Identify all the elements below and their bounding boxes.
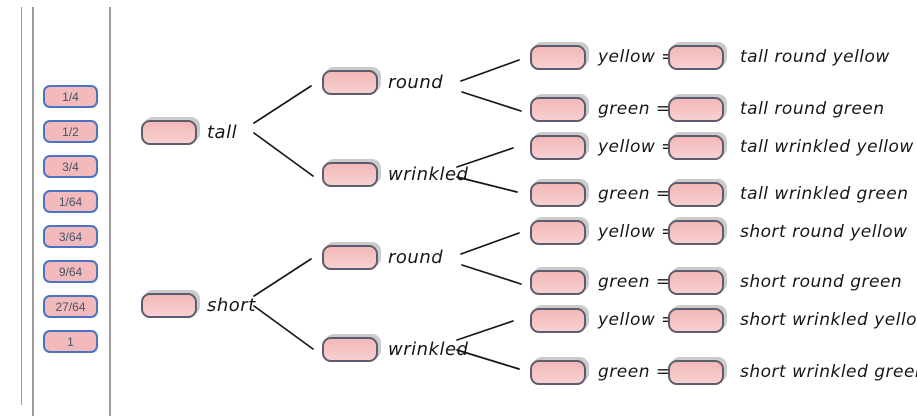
drop-box-prob-short-round-yellow[interactable]: [530, 220, 586, 245]
label-operator-6: green =: [598, 272, 671, 292]
connector-round-yellow-2: [460, 232, 520, 255]
connector-tall-wrinkled: [253, 132, 314, 177]
label-result-1: tall round yellow: [740, 47, 890, 67]
label-round-1: round: [388, 72, 444, 93]
connector-short-round: [253, 258, 312, 297]
drop-box-result-tall-wrinkled-yellow[interactable]: [668, 135, 724, 160]
palette-rail-outer: [21, 7, 22, 405]
drop-box-short-round[interactable]: [322, 245, 378, 270]
label-result-3: tall wrinkled yellow: [740, 137, 914, 157]
drop-box-short-wrinkled[interactable]: [322, 337, 378, 362]
drop-box-prob-short-wrinkled-yellow[interactable]: [530, 308, 586, 333]
label-wrinkled-2: wrinkled: [388, 339, 469, 360]
connector-round-green-1: [461, 91, 522, 112]
label-wrinkled-1: wrinkled: [388, 164, 469, 185]
label-result-5: short round yellow: [740, 222, 908, 242]
fraction-tile-1-64[interactable]: 1/64: [43, 190, 98, 213]
label-tall: tall: [207, 122, 238, 143]
drop-box-prob-tall-round-green[interactable]: [530, 97, 586, 122]
fraction-tile-1-4[interactable]: 1/4: [43, 85, 98, 108]
label-operator-8: green =: [598, 362, 671, 382]
fraction-tile-9-64[interactable]: 9/64: [43, 260, 98, 283]
connector-wrinkled-green-2: [456, 349, 520, 370]
connector-wrinkled-green-1: [456, 176, 518, 193]
label-result-7: short wrinkled yellow: [740, 310, 917, 330]
drop-box-tall[interactable]: [141, 120, 197, 145]
drop-box-result-short-wrinkled-green[interactable]: [668, 360, 724, 385]
drop-box-result-tall-round-yellow[interactable]: [668, 45, 724, 70]
drop-box-prob-short-wrinkled-green[interactable]: [530, 360, 586, 385]
drop-box-tall-wrinkled[interactable]: [322, 162, 378, 187]
drop-box-tall-round[interactable]: [322, 70, 378, 95]
label-operator-5: yellow =: [598, 222, 676, 242]
drop-box-short[interactable]: [141, 293, 197, 318]
label-operator-7: yellow =: [598, 310, 676, 330]
fraction-tile-1-2[interactable]: 1/2: [43, 120, 98, 143]
connector-short-wrinkled: [253, 305, 314, 350]
label-operator-2: green =: [598, 99, 671, 119]
label-result-8: short wrinkled green: [740, 362, 917, 382]
label-operator-1: yellow =: [598, 47, 676, 67]
drop-box-result-short-round-green[interactable]: [668, 270, 724, 295]
palette-rail-left: [32, 7, 34, 416]
label-operator-4: green =: [598, 184, 671, 204]
connector-tall-round: [253, 85, 312, 124]
drop-box-result-short-wrinkled-yellow[interactable]: [668, 308, 724, 333]
drop-box-result-short-round-yellow[interactable]: [668, 220, 724, 245]
fraction-tile-1[interactable]: 1: [43, 330, 98, 353]
label-round-2: round: [388, 247, 444, 268]
drop-box-result-tall-wrinkled-green[interactable]: [668, 182, 724, 207]
palette-rail-right: [109, 7, 111, 416]
connector-round-green-2: [461, 264, 522, 285]
label-result-4: tall wrinkled green: [740, 184, 909, 204]
connector-round-yellow-1: [460, 59, 520, 82]
fraction-tile-3-4[interactable]: 3/4: [43, 155, 98, 178]
label-operator-3: yellow =: [598, 137, 676, 157]
label-result-6: short round green: [740, 272, 903, 292]
fraction-tile-3-64[interactable]: 3/64: [43, 225, 98, 248]
drop-box-prob-tall-round-yellow[interactable]: [530, 45, 586, 70]
drop-box-result-tall-round-green[interactable]: [668, 97, 724, 122]
drop-box-prob-tall-wrinkled-green[interactable]: [530, 182, 586, 207]
connector-wrinkled-yellow-1: [456, 147, 514, 168]
drop-box-prob-tall-wrinkled-yellow[interactable]: [530, 135, 586, 160]
label-short: short: [207, 295, 256, 316]
connector-wrinkled-yellow-2: [456, 320, 514, 341]
label-result-2: tall round green: [740, 99, 885, 119]
fraction-tile-27-64[interactable]: 27/64: [43, 295, 98, 318]
drop-box-prob-short-round-green[interactable]: [530, 270, 586, 295]
